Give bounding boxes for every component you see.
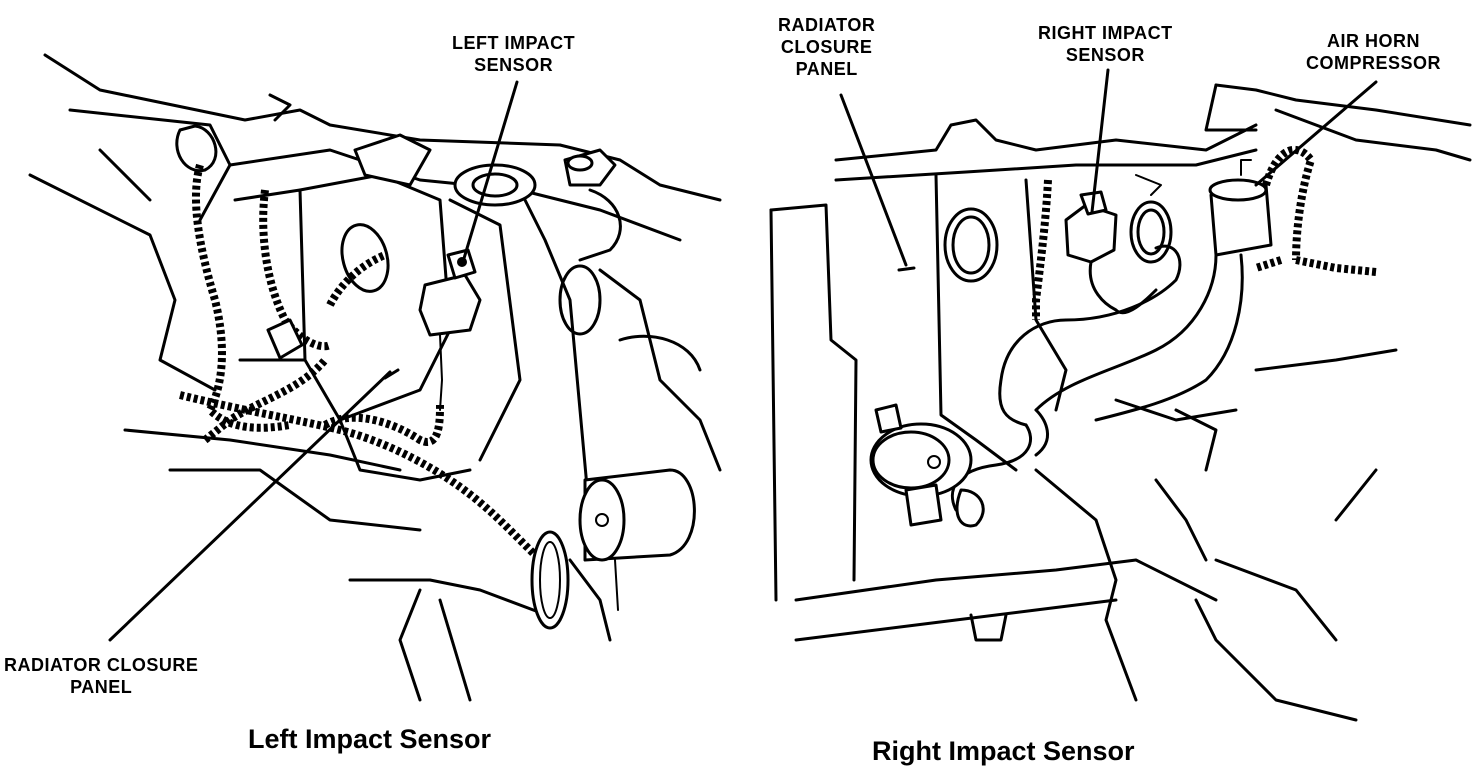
callout-line: SENSOR bbox=[474, 55, 554, 75]
callout-line: PANEL bbox=[795, 59, 858, 79]
right-impact-sensor-view: RADIATOR CLOSURE PANEL RIGHT IMPACT SENS… bbox=[736, 0, 1472, 776]
callout-line: RADIATOR CLOSURE bbox=[4, 655, 199, 675]
callout-line: COMPRESSOR bbox=[1306, 53, 1442, 73]
right-engine-bay-drawing bbox=[769, 68, 1472, 722]
callout-line: SENSOR bbox=[1065, 45, 1145, 65]
left-view-caption: Left Impact Sensor bbox=[248, 724, 492, 754]
right-radiator-closure-panel-callout: RADIATOR CLOSURE PANEL bbox=[778, 14, 875, 80]
callout-line: PANEL bbox=[70, 677, 133, 697]
left-impact-sensor-view: LEFT IMPACT SENSOR RADIATOR CLOSURE PANE… bbox=[4, 32, 722, 754]
left-engine-bay-drawing bbox=[28, 53, 722, 702]
left-impact-sensor-callout: LEFT IMPACT SENSOR bbox=[452, 32, 575, 76]
left-radiator-closure-panel-callout: RADIATOR CLOSURE PANEL bbox=[4, 654, 198, 698]
callout-line: LEFT IMPACT bbox=[452, 33, 576, 53]
callout-line: RADIATOR bbox=[778, 15, 876, 35]
air-horn-compressor-callout: AIR HORN COMPRESSOR bbox=[1306, 30, 1441, 74]
right-view-caption: Right Impact Sensor bbox=[872, 736, 1135, 766]
callout-line: CLOSURE bbox=[780, 37, 873, 57]
right-impact-sensor-callout: RIGHT IMPACT SENSOR bbox=[1038, 22, 1173, 66]
callout-line: AIR HORN bbox=[1327, 31, 1421, 51]
callout-line: RIGHT IMPACT bbox=[1038, 23, 1173, 43]
